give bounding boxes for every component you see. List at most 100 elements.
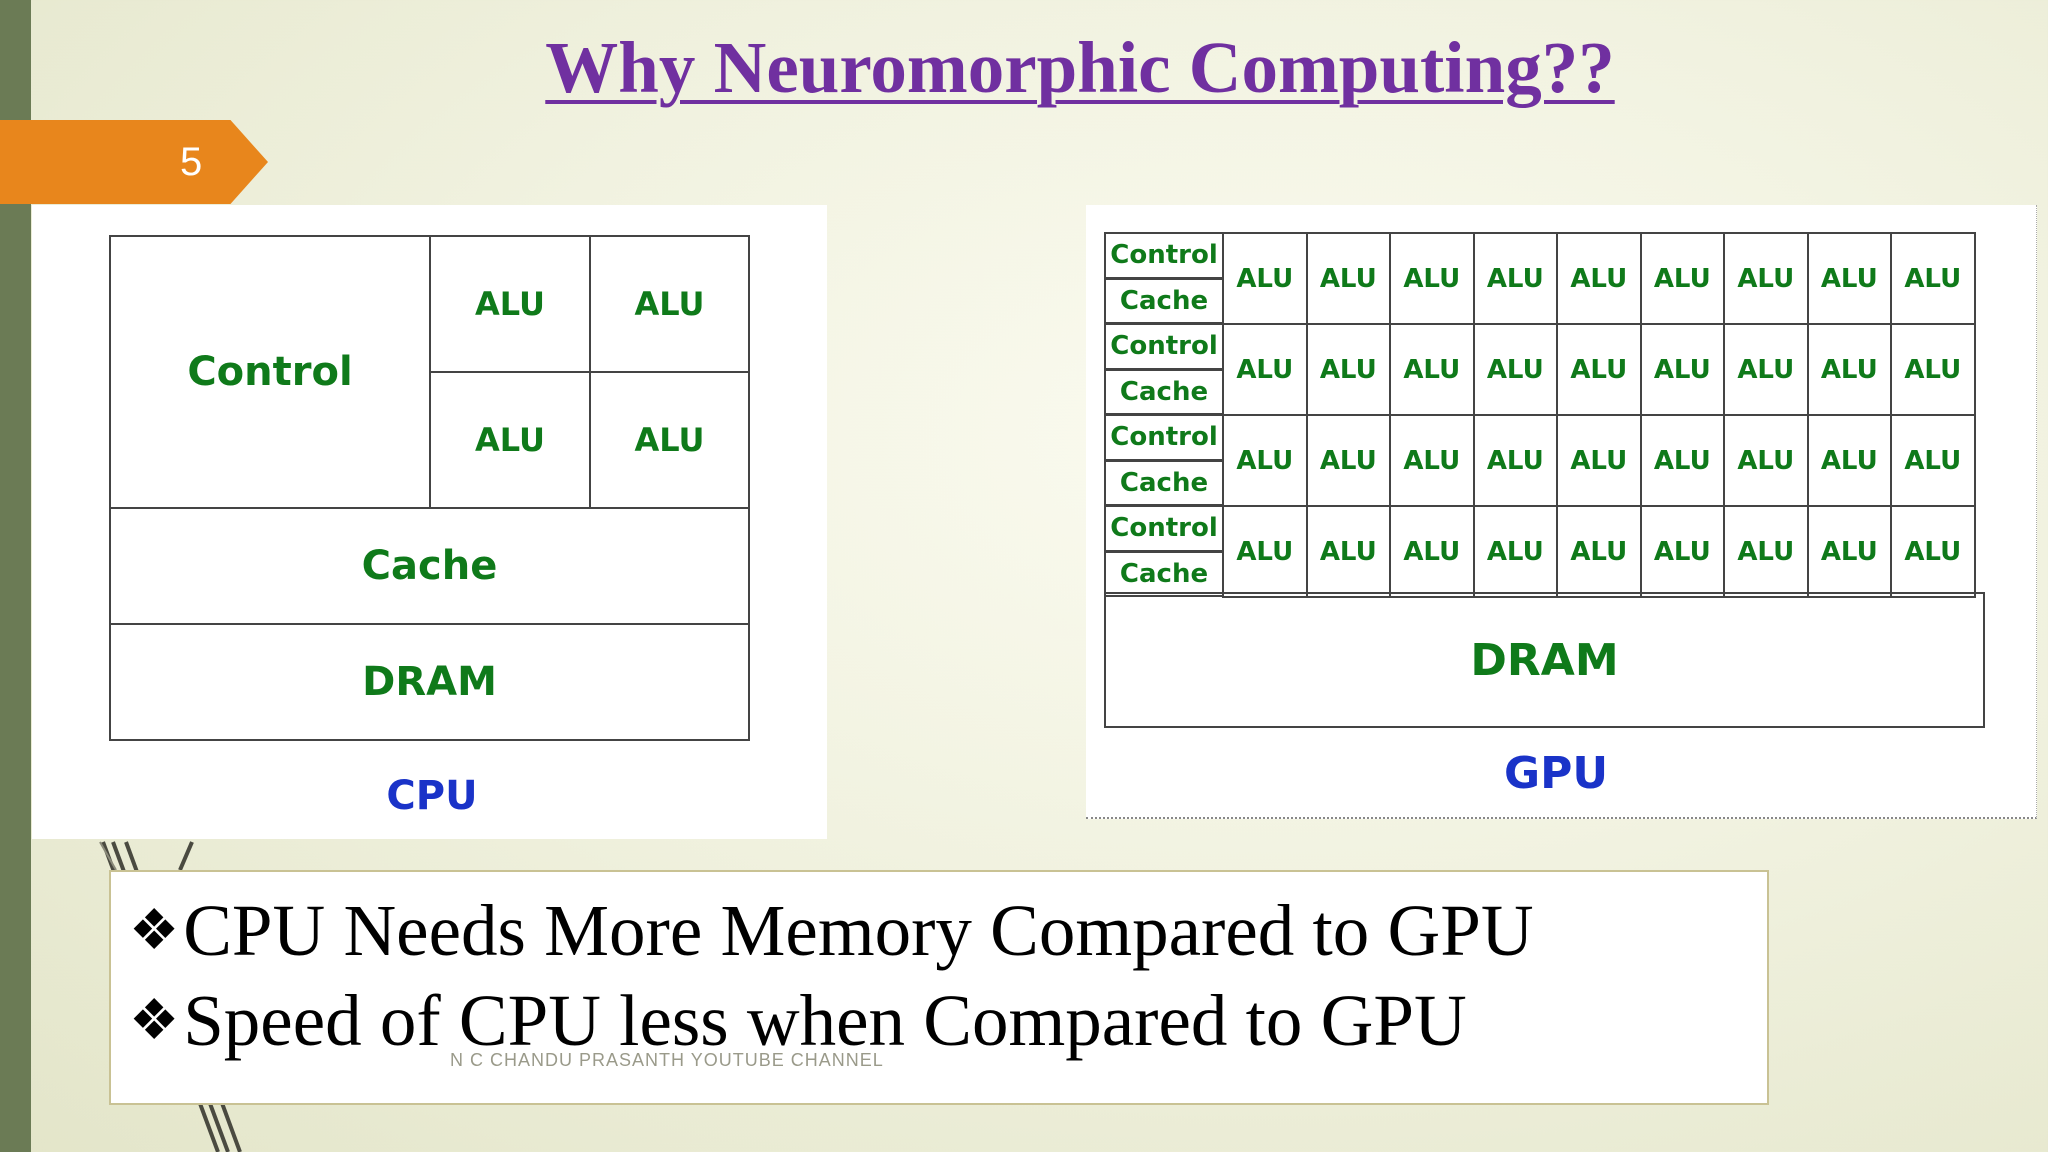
gpu-control-cell: Control <box>1104 232 1224 279</box>
gpu-control-label: Control <box>1110 513 1218 544</box>
gpu-alu-cell: ALU <box>1639 414 1725 507</box>
gpu-alu-label: ALU <box>1319 445 1377 476</box>
slide-number-badge: 5 <box>0 120 268 204</box>
gpu-alu-label: ALU <box>1319 263 1377 294</box>
gpu-alu-label: ALU <box>1570 263 1628 294</box>
gpu-cache-label: Cache <box>1119 376 1209 407</box>
gpu-alu-cell: ALU <box>1556 414 1642 507</box>
gpu-alu-label: ALU <box>1904 445 1962 476</box>
gpu-alu-cell: ALU <box>1556 232 1642 325</box>
gpu-alu-cell: ALU <box>1723 232 1809 325</box>
gpu-alu-label: ALU <box>1820 536 1878 567</box>
gpu-alu-cell: ALU <box>1389 232 1475 325</box>
gpu-alu-label: ALU <box>1403 354 1461 385</box>
footer-watermark: N C CHANDU PRASANTH YOUTUBE CHANNEL <box>450 1050 884 1070</box>
bullet-text: CPU Needs More Memory Compared to GPU <box>183 890 1534 971</box>
gpu-alu-cell: ALU <box>1389 323 1475 416</box>
cpu-alu-cell: ALU <box>589 235 750 373</box>
gpu-cache-cell: Cache <box>1104 368 1224 415</box>
gpu-alu-label: ALU <box>1403 536 1461 567</box>
gpu-alu-label: ALU <box>1486 445 1544 476</box>
gpu-alu-cell: ALU <box>1222 323 1308 416</box>
cpu-cache-label: Cache <box>361 543 498 589</box>
gpu-alu-label: ALU <box>1486 536 1544 567</box>
gpu-alu-label: ALU <box>1820 263 1878 294</box>
gpu-alu-cell: ALU <box>1890 505 1976 598</box>
gpu-alu-label: ALU <box>1904 263 1962 294</box>
slide-title: Why Neuromorphic Computing?? <box>545 27 1615 108</box>
gpu-dram-label: DRAM <box>1470 634 1619 686</box>
cpu-cache-cell: Cache <box>109 507 750 625</box>
gpu-alu-cell: ALU <box>1222 232 1308 325</box>
gpu-alu-cell: ALU <box>1890 323 1976 416</box>
gpu-alu-cell: ALU <box>1389 414 1475 507</box>
cpu-caption: CPU <box>386 773 478 819</box>
gpu-alu-label: ALU <box>1737 263 1795 294</box>
gpu-alu-label: ALU <box>1737 445 1795 476</box>
gpu-control-cell: Control <box>1104 505 1224 552</box>
gpu-control-label: Control <box>1110 331 1218 362</box>
gpu-alu-label: ALU <box>1319 354 1377 385</box>
gpu-alu-cell: ALU <box>1890 232 1976 325</box>
cpu-alu-cell: ALU <box>429 371 591 509</box>
cpu-dram-label: DRAM <box>362 659 497 705</box>
gpu-alu-cell: ALU <box>1222 414 1308 507</box>
gpu-alu-label: ALU <box>1820 354 1878 385</box>
gpu-cache-cell: Cache <box>1104 550 1224 597</box>
gpu-alu-cell: ALU <box>1890 414 1976 507</box>
gpu-cache-label: Cache <box>1119 558 1209 589</box>
gpu-alu-label: ALU <box>1486 263 1544 294</box>
gpu-alu-cell: ALU <box>1639 505 1725 598</box>
cpu-control-cell: Control <box>109 235 431 509</box>
gpu-cache-label: Cache <box>1119 467 1209 498</box>
diamond-bullet-icon: ❖ <box>129 900 180 962</box>
gpu-alu-cell: ALU <box>1389 505 1475 598</box>
gpu-alu-cell: ALU <box>1806 505 1892 598</box>
gpu-alu-label: ALU <box>1737 354 1795 385</box>
gpu-alu-label: ALU <box>1236 536 1294 567</box>
gpu-alu-cell: ALU <box>1723 414 1809 507</box>
gpu-alu-label: ALU <box>1236 263 1294 294</box>
gpu-alu-label: ALU <box>1904 354 1962 385</box>
gpu-alu-label: ALU <box>1653 536 1711 567</box>
gpu-control-label: Control <box>1110 240 1218 271</box>
gpu-alu-label: ALU <box>1737 536 1795 567</box>
gpu-control-cell: Control <box>1104 323 1224 370</box>
gpu-alu-label: ALU <box>1486 354 1544 385</box>
bullet-item: ❖CPU Needs More Memory Compared to GPU <box>129 886 1767 976</box>
cpu-dram-cell: DRAM <box>109 623 750 741</box>
gpu-alu-cell: ALU <box>1639 232 1725 325</box>
cpu-alu-cell: ALU <box>589 371 750 509</box>
gpu-alu-cell: ALU <box>1806 414 1892 507</box>
bullet-item: ❖Speed of CPU less when Compared to GPU <box>129 976 1767 1066</box>
slide-number: 5 <box>180 140 203 184</box>
bullet-box: ❖CPU Needs More Memory Compared to GPU ❖… <box>109 870 1769 1105</box>
gpu-alu-cell: ALU <box>1222 505 1308 598</box>
gpu-dram-cell: DRAM <box>1104 592 1985 728</box>
gpu-alu-cell: ALU <box>1639 323 1725 416</box>
gpu-alu-label: ALU <box>1653 263 1711 294</box>
gpu-cache-cell: Cache <box>1104 459 1224 506</box>
gpu-alu-cell: ALU <box>1556 323 1642 416</box>
gpu-alu-label: ALU <box>1904 536 1962 567</box>
gpu-alu-cell: ALU <box>1806 232 1892 325</box>
gpu-cache-cell: Cache <box>1104 277 1224 324</box>
gpu-alu-label: ALU <box>1403 445 1461 476</box>
gpu-alu-label: ALU <box>1319 536 1377 567</box>
gpu-alu-cell: ALU <box>1472 414 1558 507</box>
bullet-text: Speed of CPU less when Compared to GPU <box>183 980 1467 1061</box>
gpu-alu-label: ALU <box>1570 354 1628 385</box>
gpu-alu-cell: ALU <box>1472 232 1558 325</box>
cpu-diagram: Control ALU ALU ALU ALU Cache DRAM CPU <box>32 205 827 839</box>
gpu-alu-label: ALU <box>1570 445 1628 476</box>
gpu-alu-cell: ALU <box>1305 232 1391 325</box>
cpu-control-label: Control <box>187 349 353 395</box>
gpu-alu-cell: ALU <box>1305 505 1391 598</box>
cpu-alu-label: ALU <box>634 421 705 459</box>
gpu-alu-label: ALU <box>1653 445 1711 476</box>
gpu-caption: GPU <box>1503 748 1609 799</box>
gpu-alu-label: ALU <box>1236 445 1294 476</box>
cpu-alu-label: ALU <box>475 285 545 323</box>
gpu-alu-cell: ALU <box>1556 505 1642 598</box>
